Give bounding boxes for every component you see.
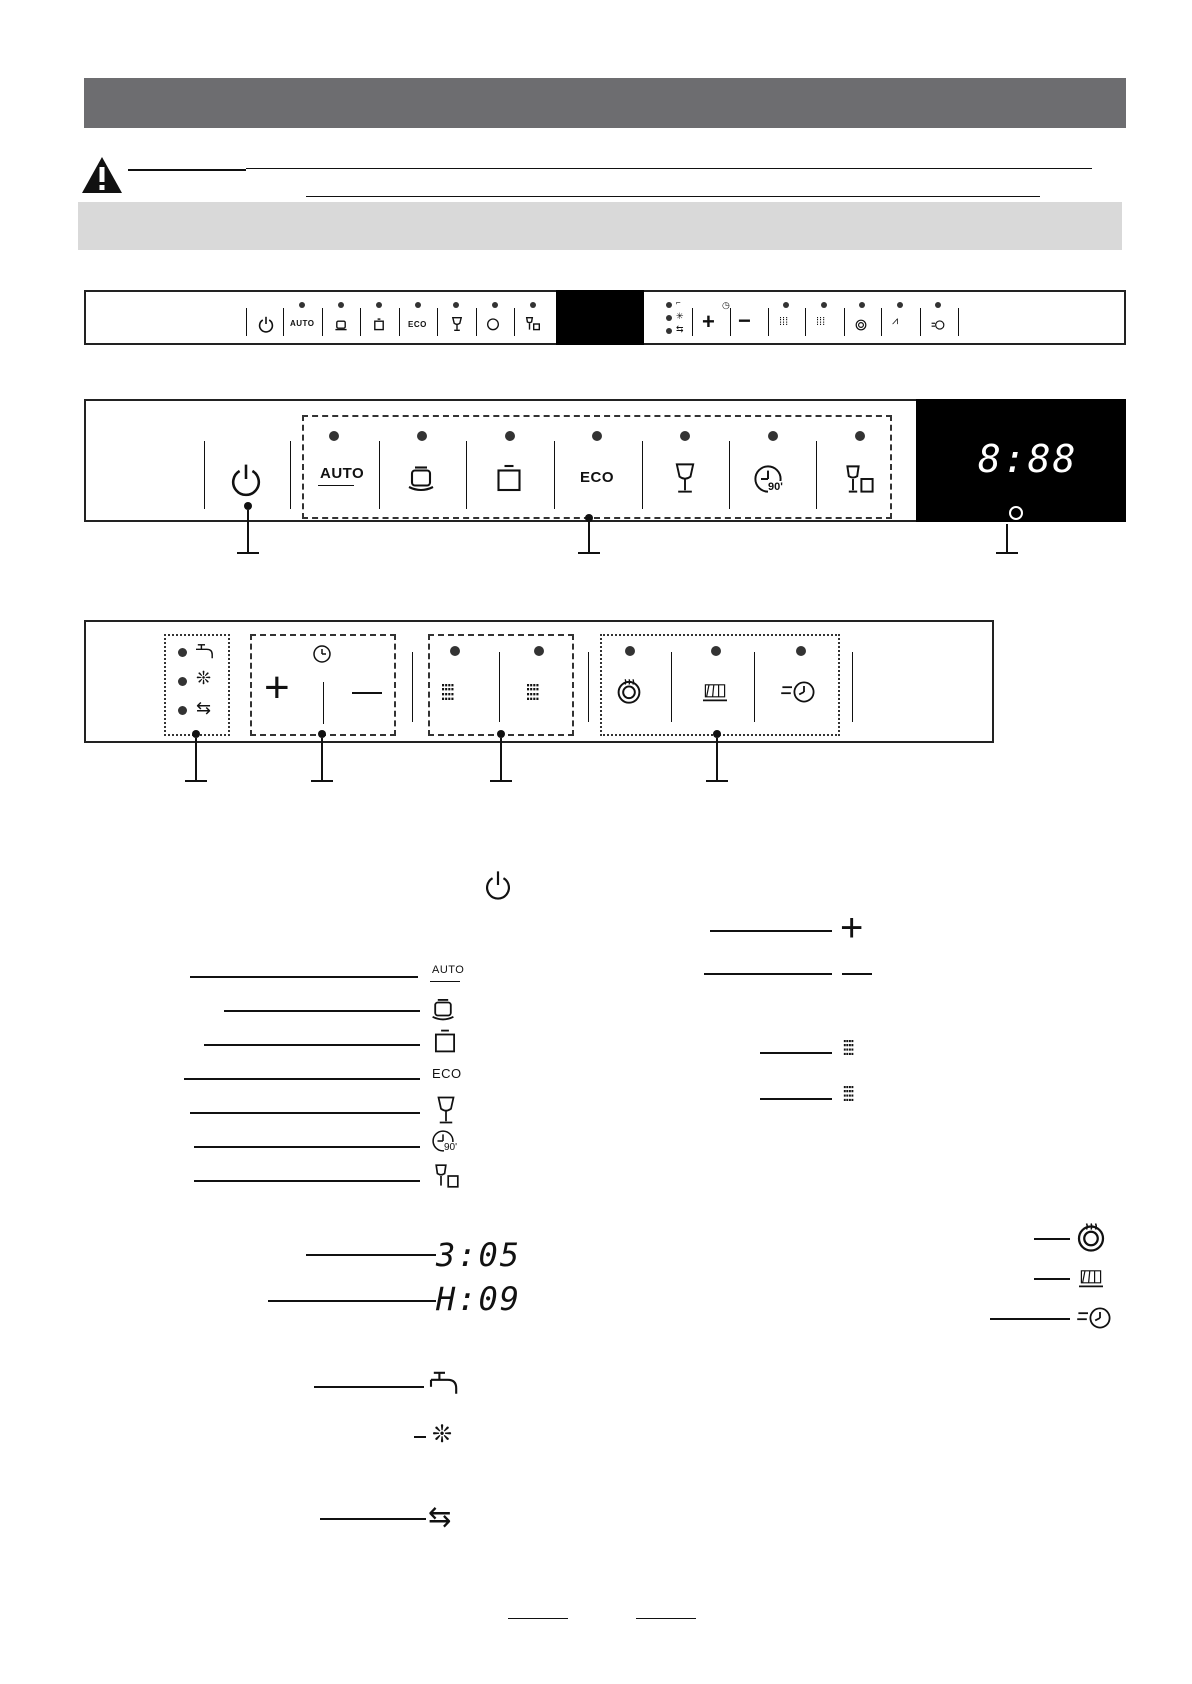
- universal-pot-icon[interactable]: [494, 463, 524, 493]
- intensive-pot-icon: [432, 998, 454, 1021]
- extra-dry-button[interactable]: [700, 680, 730, 704]
- program-group-outline: [302, 415, 892, 519]
- power-icon[interactable]: [230, 463, 262, 497]
- eco-small-label[interactable]: ECO: [408, 320, 427, 329]
- extra-dry-icon[interactable]: ⩘: [892, 315, 899, 327]
- display-overview: [556, 290, 644, 345]
- control-panel-right-detail: ❊ ⇆ + ⁞⁞⁞⁞ ⁞⁞⁞⁞: [84, 620, 994, 743]
- universal-pot-icon[interactable]: [372, 317, 386, 331]
- intensive-pot-icon[interactable]: [334, 317, 348, 331]
- auto-program-button[interactable]: AUTO: [320, 465, 365, 482]
- minus-icon: [842, 973, 872, 975]
- salt-refill-icon: ⇆: [196, 698, 212, 718]
- 90-minute-icon: [432, 1130, 454, 1152]
- power-icon[interactable]: [258, 316, 274, 333]
- warning-rule-1: [246, 168, 1092, 169]
- footer-rule-left: [508, 1618, 568, 1619]
- glass-icon: [437, 1096, 455, 1124]
- warning-rule-2: [306, 196, 1040, 197]
- lower-spray-icon[interactable]: ⁞⁞⁞: [816, 316, 826, 328]
- extra-hygiene-icon[interactable]: [855, 319, 867, 331]
- subheader-bar: [78, 202, 1122, 250]
- quick-glass-icon: [435, 1164, 459, 1188]
- glass-icon[interactable]: [451, 317, 463, 331]
- extra-dry-icon: [1079, 1270, 1103, 1288]
- eco-program-button[interactable]: ECO: [580, 469, 615, 486]
- minus-button[interactable]: [352, 692, 382, 694]
- quick-glass-icon[interactable]: [525, 317, 540, 331]
- extra-hygiene-button[interactable]: [616, 678, 642, 704]
- upper-spray-icon[interactable]: ⁞⁞⁞: [779, 316, 789, 328]
- legend-time-display: 3:05: [436, 1236, 522, 1274]
- 90-minute-icon[interactable]: [487, 318, 503, 332]
- upper-spray-button[interactable]: ⁞⁞⁞⁞: [440, 680, 456, 705]
- display-callout-ring: [1009, 506, 1023, 520]
- speed-icon: [1077, 1307, 1111, 1329]
- extra-hygiene-icon: [1077, 1223, 1105, 1252]
- speed-button[interactable]: [780, 680, 816, 704]
- legend-90-label: 90': [444, 1142, 458, 1153]
- auto-small-label[interactable]: AUTO: [290, 319, 315, 328]
- legend-auto-label: AUTO: [432, 964, 465, 976]
- delay-timer-icon: ◷: [722, 300, 730, 310]
- rinse-aid-icon: ❊: [196, 668, 212, 688]
- 90-minute-label: 90': [768, 481, 783, 493]
- control-panel-left-detail: AUTO ECO 90' 8:88: [84, 399, 1126, 522]
- lower-spray-button[interactable]: ⁞⁞⁞⁞: [525, 680, 541, 705]
- plus-icon: +: [840, 906, 864, 950]
- control-panel-overview: AUTO ECO ⌐ ✳ ⇆ + ◷ − ⁞⁞⁞ ⁞⁞⁞ ⩘: [84, 290, 1126, 345]
- speed-icon[interactable]: [931, 319, 945, 331]
- power-icon: [486, 871, 510, 900]
- intensive-pot-icon[interactable]: [406, 463, 436, 493]
- glass-icon[interactable]: [674, 463, 696, 493]
- footer-rule-right: [636, 1618, 696, 1619]
- delay-timer-icon: [313, 645, 331, 663]
- water-tap-icon: [429, 1371, 458, 1394]
- lower-spray-icon: ⁞⁞⁞⁞: [842, 1084, 855, 1106]
- header-bar: [84, 78, 1126, 128]
- upper-spray-icon: ⁞⁞⁞⁞: [842, 1038, 855, 1060]
- time-display-value: 8:88: [978, 437, 1078, 481]
- salt-refill-icon: ⇆: [428, 1501, 452, 1532]
- minus-icon[interactable]: −: [738, 308, 751, 333]
- water-tap-icon: [196, 644, 213, 659]
- rinse-aid-icon: ❊: [432, 1421, 453, 1448]
- time-display: 8:88: [916, 399, 1126, 522]
- legend-eco-label: ECO: [432, 1066, 462, 1081]
- legend-hardness-display: H:09: [436, 1280, 522, 1318]
- universal-pot-icon: [434, 1029, 456, 1053]
- plus-button[interactable]: +: [264, 663, 290, 712]
- plus-icon[interactable]: +: [702, 309, 715, 334]
- warning-icon: [80, 155, 124, 200]
- warning-underline-1: [128, 169, 246, 171]
- quick-glass-icon[interactable]: [846, 465, 874, 493]
